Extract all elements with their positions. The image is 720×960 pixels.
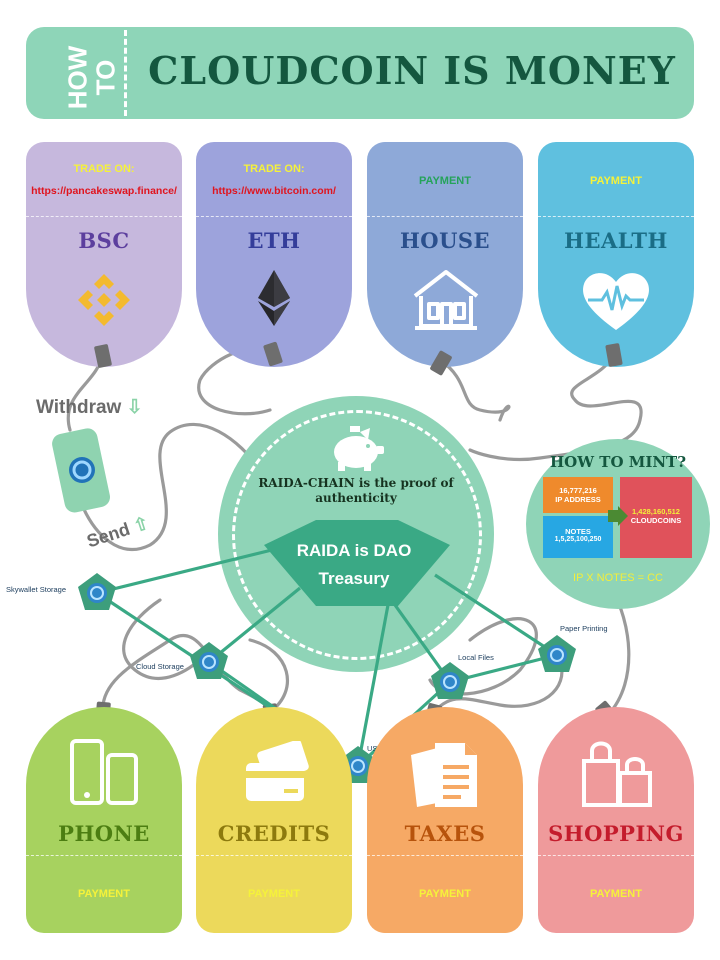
- tag-bsc-name: BSC: [78, 228, 130, 253]
- tag-phone-name: PHONE: [58, 821, 150, 846]
- raida-dashed-ring: [232, 410, 482, 660]
- clip-icon: [430, 350, 452, 376]
- dao-line-2: Treasury: [318, 569, 390, 588]
- tag-credits-name: CREDITS: [217, 821, 331, 846]
- tag-taxes: TAXES PAYMENT: [367, 707, 523, 933]
- mint-result-box: 1,428,160,512 CLOUDCOINS: [620, 477, 692, 558]
- piggy-bank-icon: [334, 426, 384, 471]
- mint-formula: IP X NOTES = CC: [573, 572, 663, 584]
- mint-result-value: 1,428,160,512: [632, 507, 680, 516]
- mint-ip-value: 16,777,216: [559, 486, 597, 495]
- tag-house-name: HOUSE: [399, 228, 491, 253]
- paper-printing-label: Paper Printing: [560, 624, 608, 633]
- storage-node-skywallet: [78, 573, 116, 610]
- local-files-label: Local Files: [458, 653, 494, 662]
- page-title: CLOUDCOIN IS MONEY: [148, 48, 676, 93]
- ethereum-icon: [258, 270, 290, 326]
- phone-icon: [70, 739, 138, 805]
- clip-icon: [94, 344, 112, 368]
- tag-divider: [26, 855, 182, 856]
- tag-divider: [196, 216, 352, 217]
- document-icon: [411, 743, 477, 807]
- proof-text: RAIDA-CHAIN is the proof of authenticity: [258, 476, 454, 505]
- tag-phone-note: PAYMENT: [78, 888, 130, 900]
- tag-health-name: HEALTH: [564, 228, 668, 253]
- string-taxes: [430, 658, 564, 717]
- dao-line-1: RAIDA is DAO: [296, 541, 412, 560]
- mint-title: HOW TO MINT?: [549, 453, 687, 471]
- storage-node-paper: [538, 635, 576, 672]
- dao-pentagon: [264, 520, 450, 606]
- cloud-storage-label: Cloud Storage: [136, 662, 184, 671]
- storage-node-local: [431, 662, 469, 699]
- tag-taxes-note: PAYMENT: [419, 888, 471, 900]
- tag-health: PAYMENT HEALTH: [538, 142, 694, 367]
- tag-house-note: PAYMENT: [419, 175, 471, 187]
- network-line: [356, 604, 390, 767]
- mint-result-label: CLOUDCOINS: [630, 516, 682, 525]
- clip-icon: [605, 343, 623, 367]
- tag-divider: [367, 216, 523, 217]
- tag-divider: [538, 855, 694, 856]
- tag-shopping-note: PAYMENT: [590, 888, 642, 900]
- binance-icon: [78, 274, 130, 326]
- network-line: [96, 546, 281, 595]
- dao-label: RAIDA is DAO Treasury: [278, 537, 430, 593]
- tag-credits: CREDITS PAYMENT: [196, 707, 352, 933]
- tag-phone: PHONE PAYMENT: [26, 707, 182, 933]
- string-house: [438, 358, 511, 422]
- network-line: [434, 573, 558, 657]
- credit-card-icon: [246, 741, 309, 801]
- tag-eth: TRADE ON: https://www.bitcoin.com/ ETH: [196, 142, 352, 367]
- mint-ip-box: 16,777,216 IP ADDRESS: [543, 477, 613, 513]
- tag-taxes-name: TAXES: [404, 821, 486, 846]
- tag-divider: [196, 855, 352, 856]
- tag-shopping: SHOPPING PAYMENT: [538, 707, 694, 933]
- tag-health-note: PAYMENT: [590, 175, 642, 187]
- tag-divider: [538, 216, 694, 217]
- tag-bsc-note: TRADE ON:: [73, 163, 135, 175]
- header-divider: [124, 30, 127, 116]
- house-icon: [413, 270, 479, 330]
- tag-bsc-link[interactable]: https://pancakeswap.finance/: [31, 185, 177, 197]
- mint-notes-box: NOTES 1,5,25,100,250: [543, 516, 613, 558]
- tag-eth-note: TRADE ON:: [243, 163, 305, 175]
- tag-bsc: TRADE ON: https://pancakeswap.finance/ B…: [26, 142, 182, 367]
- tag-divider: [367, 855, 523, 856]
- string-wallet-down: [80, 422, 262, 552]
- arrow-right-icon: [608, 506, 628, 526]
- heart-icon: [583, 273, 649, 330]
- withdraw-label: Withdraw ⇩: [36, 396, 143, 419]
- clip-icon: [263, 341, 283, 367]
- string-health: [468, 353, 643, 462]
- tag-eth-name: ETH: [247, 228, 301, 253]
- wallet-device-icon: [52, 428, 110, 513]
- network-line: [207, 586, 302, 664]
- mint-ip-label: IP ADDRESS: [555, 495, 601, 504]
- mint-notes-label: NOTES: [565, 527, 591, 536]
- tag-divider: [26, 216, 182, 217]
- tag-shopping-name: SHOPPING: [548, 821, 684, 846]
- storage-node-cloud: [190, 642, 228, 679]
- header-banner: [26, 27, 694, 119]
- arrow-down-icon: ⇩: [126, 397, 143, 418]
- shopping-bag-icon: [582, 741, 652, 807]
- withdraw-text: Withdraw: [36, 397, 122, 418]
- tag-house: PAYMENT HOUSE: [367, 142, 523, 367]
- skywallet-storage-label: Skywallet Storage: [6, 585, 67, 594]
- string-credits: [248, 638, 289, 714]
- tag-credits-note: PAYMENT: [248, 888, 300, 900]
- mint-notes-value: 1,5,25,100,250: [554, 536, 602, 543]
- tag-eth-link[interactable]: https://www.bitcoin.com/: [212, 185, 336, 197]
